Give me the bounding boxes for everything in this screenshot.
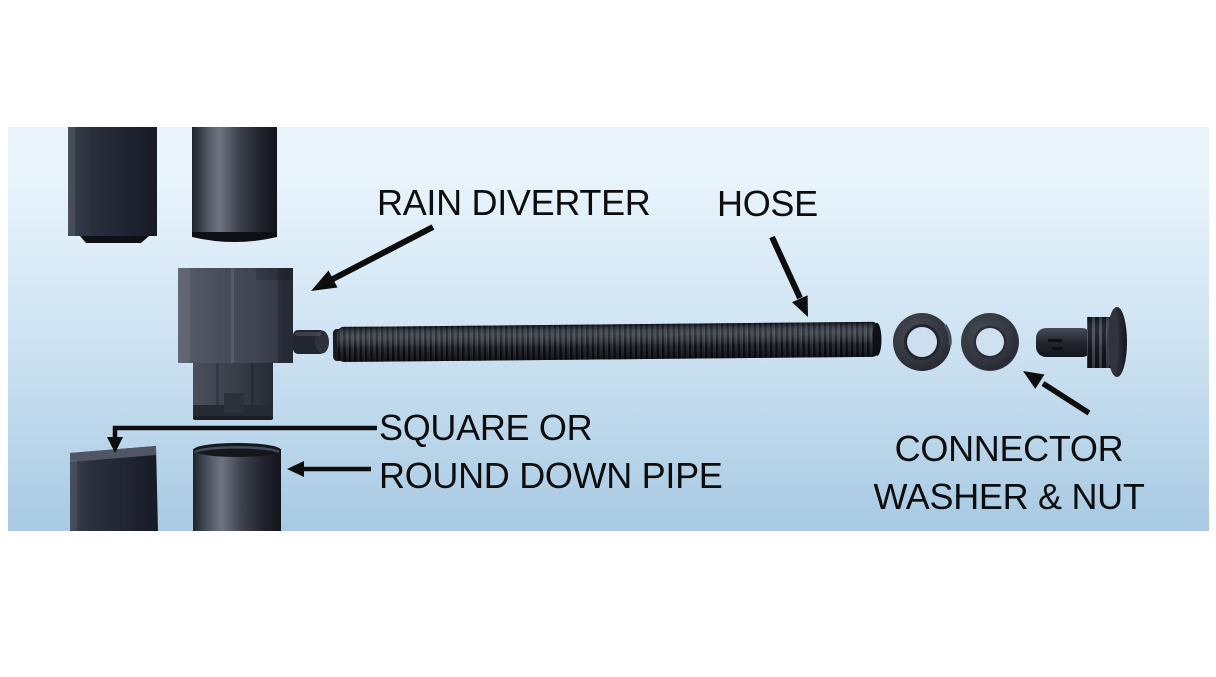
downpipe-label-line1: SQUARE OR: [379, 407, 593, 448]
square-pipe-arrow: [107, 425, 377, 453]
connector-arrow: [1023, 371, 1091, 416]
rain-diverter-label: RAIN DIVERTER: [377, 182, 651, 223]
round-pipe-arrow: [287, 461, 371, 477]
square-down-pipe-bottom: [70, 446, 158, 531]
connector-label-line2: WASHER & NUT: [873, 476, 1145, 517]
round-down-pipe-bottom: [193, 443, 281, 531]
hose-label: HOSE: [717, 183, 818, 224]
rain-diverter: [178, 268, 329, 420]
tank-connector: [1036, 307, 1127, 377]
washer: [961, 313, 1019, 371]
square-down-pipe-top: [68, 127, 157, 243]
downpipe-label-line2: ROUND DOWN PIPE: [379, 455, 723, 496]
round-down-pipe-top: [192, 127, 277, 242]
connector-label-line1: CONNECTOR: [894, 428, 1124, 469]
hose-arrow: [769, 235, 808, 317]
connector-label: CONNECTOR WASHER & NUT: [863, 425, 1155, 521]
corrugated-hose: [332, 321, 882, 362]
rain-diverter-arrow: [311, 224, 435, 291]
washer-nut: [893, 313, 952, 371]
